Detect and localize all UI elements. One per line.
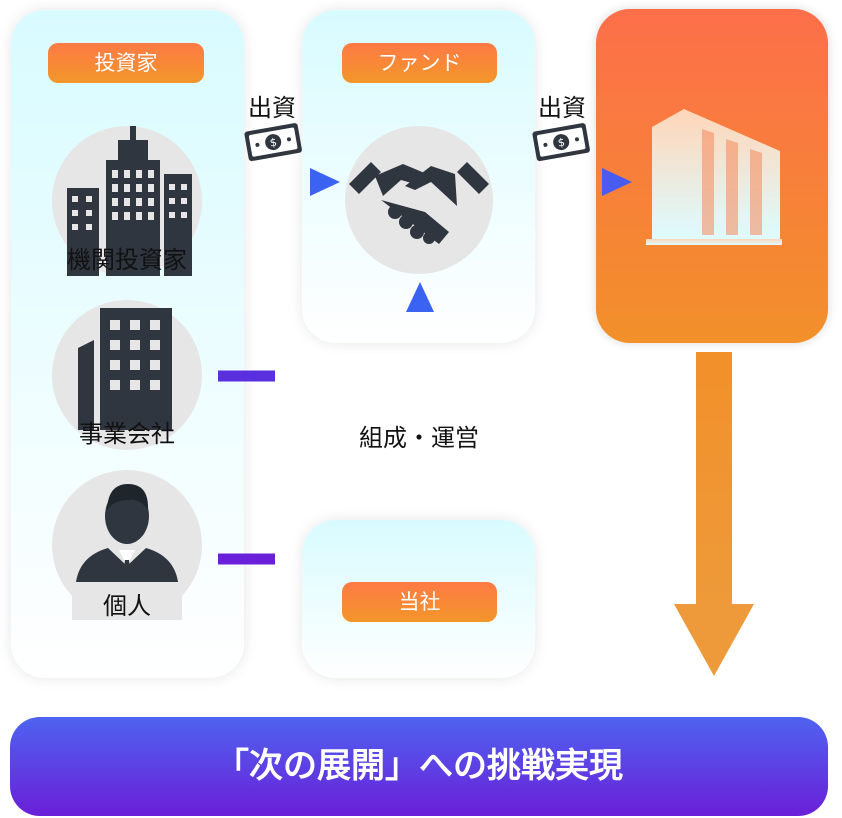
money-bill-icon: $: [244, 123, 302, 162]
goal-banner: 「次の展開」への挑戦実現: [10, 717, 828, 816]
investor-tag: 投資家: [48, 43, 204, 83]
investment-label-right: 出資: [538, 94, 586, 122]
down-arrow-head-icon: [674, 604, 754, 676]
company-tag: 当社: [342, 582, 497, 622]
management-label: 組成・運営: [326, 418, 512, 453]
arrow-head-icon: [310, 168, 340, 196]
fund-node: [345, 126, 493, 274]
person-icon: [72, 484, 182, 620]
svg-text:$: $: [557, 136, 566, 150]
svg-text:$: $: [269, 136, 278, 150]
corporate-investor-node: [52, 300, 202, 450]
individual-investor-label: 個人: [103, 592, 151, 620]
arrow-head-icon: [602, 168, 632, 196]
fund-tag: ファンド: [342, 43, 497, 83]
individual-investor-node: [52, 470, 202, 620]
corporate-investor-label: 事業会社: [79, 420, 175, 448]
building-icon: [646, 109, 782, 245]
arrow-head-icon: [406, 282, 434, 312]
handshake-icon: [349, 162, 489, 244]
down-arrow-shaft: [696, 352, 732, 610]
institutional-investor-label: 機関投資家: [67, 246, 187, 274]
target-company-node: [596, 9, 828, 343]
investment-label-left: 出資: [248, 94, 296, 122]
office-building-icon: [78, 308, 172, 430]
money-bill-icon: $: [532, 123, 590, 162]
